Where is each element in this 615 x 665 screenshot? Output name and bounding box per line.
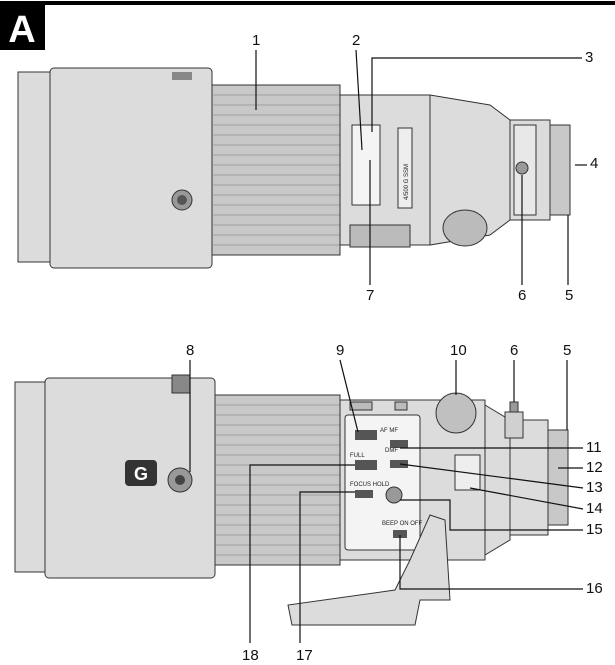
callout-12: 12: [586, 459, 603, 476]
switch-focus-range[interactable]: [355, 460, 377, 470]
lens-top-view: 4/500 G SSM: [17, 67, 571, 269]
collar-lock-knob[interactable]: [504, 411, 524, 439]
callouts-bottom: 8 9 10 6 5 11 12 13 14 15 16 17 18: [186, 342, 603, 664]
model-plate: [397, 127, 413, 209]
filter-drop-in-handle[interactable]: [349, 401, 373, 411]
callout-15: 15: [586, 521, 603, 538]
callout-3: 3: [585, 49, 593, 66]
callout-2: 2: [352, 32, 360, 49]
callout-11: 11: [586, 439, 602, 456]
callout-14: 14: [586, 500, 603, 517]
switch-block-top: [349, 224, 411, 248]
hood-rim-top: [17, 71, 51, 263]
callout-5b: 5: [563, 342, 571, 359]
model-text: 4/500 G SSM: [404, 164, 410, 200]
switch-panel: [344, 414, 421, 551]
switch-focus-hold[interactable]: [355, 490, 373, 498]
switch-af-mf-label: AF MF: [380, 428, 398, 434]
lens-bottom-view: G AF MF DMF FU: [14, 374, 569, 626]
focus-ring-bottom: [214, 394, 341, 566]
figure-label: A: [8, 9, 35, 51]
switch-preset[interactable]: [390, 460, 408, 468]
rear-barrel-bottom: [484, 404, 511, 556]
callout-7: 7: [366, 287, 374, 304]
callouts-top: 1 2 3 4 5 6 7: [252, 32, 598, 304]
tripod-knob-top: [442, 209, 488, 247]
figure-label-badge: [0, 5, 45, 50]
hood-rim-bottom: [14, 381, 46, 573]
g-badge-text: G: [134, 464, 148, 484]
hood-screw-center-bottom: [175, 475, 185, 485]
hood-screw-center-top: [177, 195, 187, 205]
tripod-foot: [287, 514, 451, 626]
hood-latch-top: [172, 72, 192, 80]
callout-16: 16: [586, 580, 603, 597]
tripod-knob-bottom[interactable]: [435, 392, 477, 434]
mount-top: [549, 124, 571, 216]
callout-13: 13: [586, 479, 603, 496]
switch-dmf-label: DMF: [385, 448, 398, 454]
mount-bottom: [547, 429, 569, 526]
callout-6b: 6: [510, 342, 518, 359]
switch-beep[interactable]: [393, 530, 407, 538]
switch-full-label: FULL: [350, 453, 365, 459]
callout-6: 6: [518, 287, 526, 304]
g-badge: [125, 460, 157, 486]
callout-8: 8: [186, 342, 194, 359]
set-button[interactable]: [385, 486, 403, 504]
beep-label: BEEP ON OFF: [382, 521, 423, 527]
switch-focus-hold-label: FOCUS HOLD: [350, 482, 390, 488]
strap-lug-front: [171, 374, 191, 394]
switch-dmf[interactable]: [390, 440, 408, 448]
callout-10: 10: [450, 342, 467, 359]
filter-latch[interactable]: [394, 401, 408, 411]
focus-ring-top: [211, 84, 341, 256]
callout-4: 4: [590, 155, 598, 172]
callout-1: 1: [252, 32, 260, 49]
callout-5: 5: [565, 287, 573, 304]
collar-lock-top: [509, 401, 519, 413]
focus-ring-ridges-top: [212, 94, 340, 246]
callout-17: 17: [296, 647, 313, 664]
distance-window: [351, 124, 381, 206]
collar-knob-top: [515, 161, 529, 175]
hood-body-top: [49, 67, 213, 269]
switch-af-mf[interactable]: [355, 430, 377, 440]
callout-9: 9: [336, 342, 344, 359]
callout-18: 18: [242, 647, 259, 664]
